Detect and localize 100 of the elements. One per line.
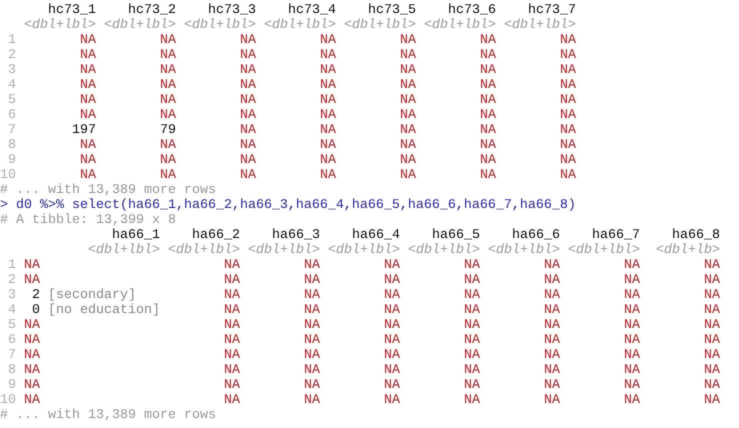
missing-value: NA: [704, 333, 720, 348]
column-type: <dbl+lbl>: [408, 243, 480, 258]
column-header: hc73_6: [448, 3, 496, 18]
missing-value: NA: [320, 168, 336, 183]
missing-value: NA: [24, 318, 40, 333]
missing-value: NA: [704, 378, 720, 393]
missing-value: NA: [24, 393, 40, 408]
missing-value: NA: [224, 333, 240, 348]
column-header: ha66_3: [272, 228, 320, 243]
missing-value: NA: [544, 288, 560, 303]
missing-value: NA: [480, 168, 496, 183]
missing-value: NA: [480, 123, 496, 138]
row-number: 4: [8, 78, 16, 93]
value-label: [no education]: [48, 303, 160, 318]
numeric-value: 197: [72, 123, 96, 138]
missing-value: NA: [480, 33, 496, 48]
missing-value: NA: [384, 378, 400, 393]
missing-value: NA: [320, 78, 336, 93]
missing-value: NA: [24, 258, 40, 273]
missing-value: NA: [560, 63, 576, 78]
missing-value: NA: [624, 378, 640, 393]
missing-value: NA: [624, 258, 640, 273]
missing-value: NA: [544, 363, 560, 378]
column-header: ha66_6: [512, 228, 560, 243]
missing-value: NA: [624, 393, 640, 408]
missing-value: NA: [24, 273, 40, 288]
column-type: <dbl+lbl>: [264, 18, 336, 33]
missing-value: NA: [704, 393, 720, 408]
missing-value: NA: [160, 153, 176, 168]
row-number: 7: [8, 123, 16, 138]
missing-value: NA: [240, 48, 256, 63]
missing-value: NA: [544, 333, 560, 348]
missing-value: NA: [240, 123, 256, 138]
missing-value: NA: [624, 318, 640, 333]
missing-value: NA: [480, 108, 496, 123]
row-number: 3: [8, 63, 16, 78]
missing-value: NA: [80, 48, 96, 63]
missing-value: NA: [544, 303, 560, 318]
value-label: [secondary]: [48, 288, 136, 303]
missing-value: NA: [24, 348, 40, 363]
numeric-value: 0: [32, 303, 40, 318]
missing-value: NA: [240, 168, 256, 183]
missing-value: NA: [160, 33, 176, 48]
column-header: hc73_7: [528, 3, 576, 18]
missing-value: NA: [400, 168, 416, 183]
missing-value: NA: [384, 318, 400, 333]
missing-value: NA: [544, 273, 560, 288]
row-number: 6: [8, 333, 16, 348]
row-number: 1: [8, 33, 16, 48]
missing-value: NA: [560, 108, 576, 123]
missing-value: NA: [304, 318, 320, 333]
column-type: <dbl+lbl>: [344, 18, 416, 33]
missing-value: NA: [480, 48, 496, 63]
missing-value: NA: [80, 108, 96, 123]
missing-value: NA: [560, 138, 576, 153]
missing-value: NA: [160, 78, 176, 93]
missing-value: NA: [464, 393, 480, 408]
row-number: 10: [0, 393, 16, 408]
column-header: ha66_5: [432, 228, 480, 243]
missing-value: NA: [624, 333, 640, 348]
row-number: 4: [8, 303, 16, 318]
missing-value: NA: [400, 78, 416, 93]
missing-value: NA: [384, 333, 400, 348]
missing-value: NA: [384, 288, 400, 303]
missing-value: NA: [240, 153, 256, 168]
missing-value: NA: [304, 303, 320, 318]
missing-value: NA: [400, 108, 416, 123]
missing-value: NA: [24, 363, 40, 378]
column-type: <dbl+lbl>: [248, 243, 320, 258]
missing-value: NA: [480, 78, 496, 93]
missing-value: NA: [160, 48, 176, 63]
column-type: <dbl+lbl>: [24, 18, 96, 33]
missing-value: NA: [560, 33, 576, 48]
missing-value: NA: [560, 93, 576, 108]
missing-value: NA: [560, 153, 576, 168]
row-number: 10: [0, 168, 16, 183]
missing-value: NA: [304, 378, 320, 393]
missing-value: NA: [400, 48, 416, 63]
missing-value: NA: [320, 153, 336, 168]
missing-value: NA: [24, 378, 40, 393]
missing-value: NA: [560, 78, 576, 93]
column-header: ha66_1: [112, 228, 160, 243]
column-header: hc73_1: [48, 3, 96, 18]
missing-value: NA: [304, 363, 320, 378]
missing-value: NA: [480, 138, 496, 153]
missing-value: NA: [160, 138, 176, 153]
missing-value: NA: [464, 333, 480, 348]
missing-value: NA: [704, 348, 720, 363]
missing-value: NA: [240, 63, 256, 78]
missing-value: NA: [560, 48, 576, 63]
column-type: <dbl+lbl>: [88, 243, 160, 258]
missing-value: NA: [320, 63, 336, 78]
row-number: 6: [8, 108, 16, 123]
missing-value: NA: [384, 273, 400, 288]
missing-value: NA: [224, 258, 240, 273]
missing-value: NA: [704, 258, 720, 273]
missing-value: NA: [224, 273, 240, 288]
missing-value: NA: [544, 378, 560, 393]
missing-value: NA: [384, 363, 400, 378]
missing-value: NA: [400, 123, 416, 138]
